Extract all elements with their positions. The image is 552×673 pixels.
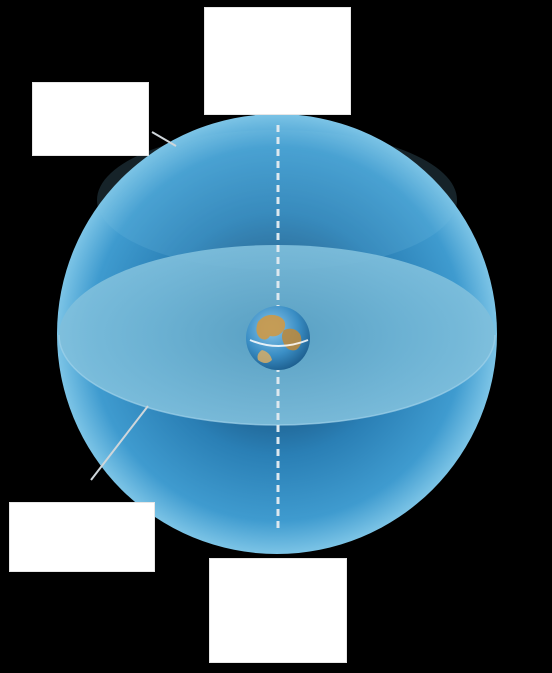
label-box-bottom (209, 558, 347, 663)
label-box-upper-left (32, 82, 149, 156)
label-box-lower-left (9, 502, 155, 572)
earth-globe-icon (246, 306, 310, 370)
label-box-top (204, 7, 351, 115)
